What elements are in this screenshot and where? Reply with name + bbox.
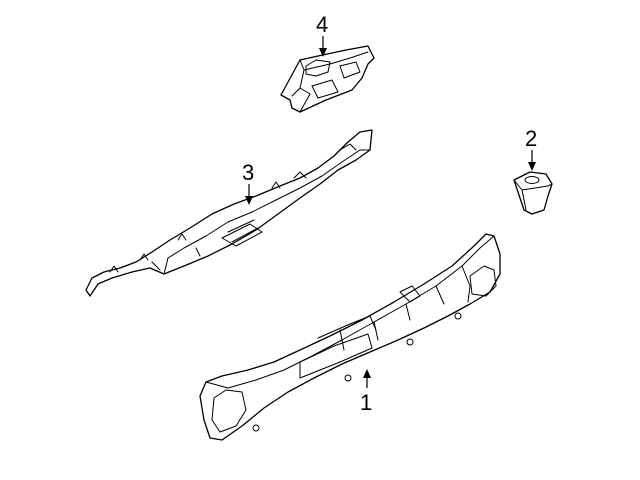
arrowhead [363, 369, 371, 378]
part-4-bracket [280, 45, 375, 113]
callout-3: 3 [242, 160, 254, 205]
callout-1: 1 [360, 369, 372, 415]
arrowhead [319, 48, 327, 57]
callout-number: 4 [316, 12, 328, 37]
part-3-reinforcement [85, 129, 373, 297]
arrowhead [528, 162, 536, 171]
part-2-clip [513, 171, 553, 215]
callout-number: 2 [525, 126, 537, 151]
callout-2: 2 [525, 126, 537, 171]
arrowhead [245, 196, 253, 205]
part-1-panel [199, 233, 501, 441]
callout-number: 1 [360, 390, 372, 415]
callout-4: 4 [316, 12, 328, 57]
callout-number: 3 [242, 160, 254, 185]
